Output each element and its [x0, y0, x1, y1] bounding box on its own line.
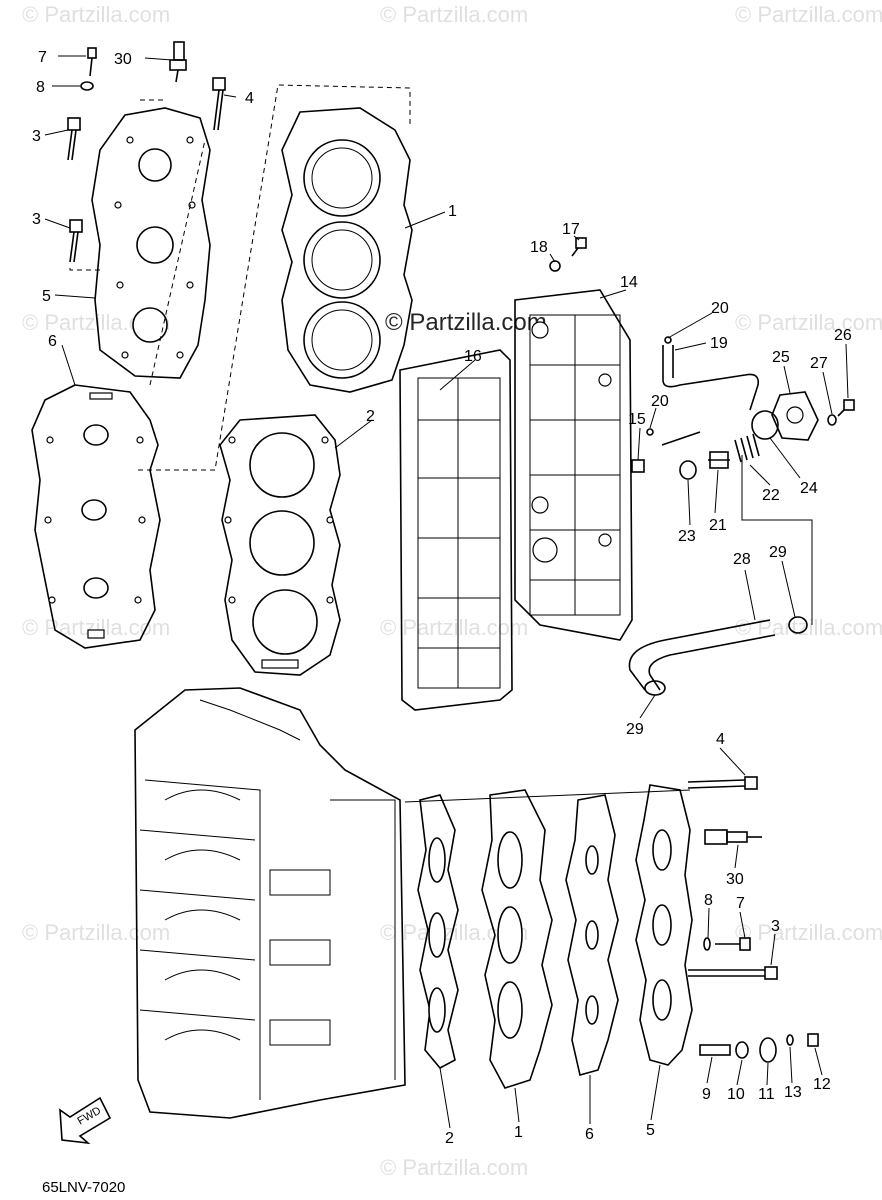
bolt-17[interactable] [571, 237, 587, 257]
callout-25[interactable]: 25 [772, 349, 790, 366]
clamp-29-upper[interactable] [788, 616, 808, 634]
seal-10[interactable] [735, 1041, 749, 1059]
callout-30[interactable]: 30 [114, 51, 132, 68]
watermark: © Partzilla.com [735, 615, 882, 640]
callout-29[interactable]: 29 [626, 721, 644, 738]
bolt-4-bottom[interactable] [687, 776, 758, 790]
callout-15[interactable]: 15 [628, 411, 646, 428]
callout-2[interactable]: 2 [445, 1130, 454, 1147]
callout-20[interactable]: 20 [711, 300, 729, 317]
callout-19[interactable]: 19 [710, 335, 728, 352]
hose-28[interactable] [628, 619, 776, 691]
callout-6[interactable]: 6 [585, 1126, 594, 1143]
bolt-3-upper[interactable] [67, 117, 81, 161]
callout-14[interactable]: 14 [620, 274, 638, 291]
watermark: © Partzilla.com [380, 615, 528, 640]
callout-16[interactable]: 16 [464, 348, 482, 365]
diagram-code: 65LNV-7020 [42, 1179, 125, 1196]
callout-26[interactable]: 26 [834, 327, 852, 344]
callout-28[interactable]: 28 [733, 551, 751, 568]
pin-15[interactable] [631, 459, 645, 473]
callout-2[interactable]: 2 [366, 408, 375, 425]
callout-3[interactable]: 3 [32, 211, 41, 228]
exhaust-gasket-6-bottom[interactable] [565, 794, 619, 1076]
callout-27[interactable]: 27 [810, 355, 828, 372]
exhaust-cover-5-bottom[interactable] [635, 784, 693, 1066]
callout-21[interactable]: 21 [709, 517, 727, 534]
callout-5[interactable]: 5 [42, 288, 51, 305]
gasket-24[interactable] [751, 410, 779, 440]
callout-7[interactable]: 7 [38, 49, 47, 66]
sensor-30-bottom[interactable] [704, 829, 762, 845]
watermark: © Partzilla.com [22, 920, 170, 945]
callouts: 7 30 8 4 3 3 5 6 1 2 16 14 17 18 15 20 1… [32, 49, 852, 1147]
callout-3[interactable]: 3 [771, 918, 780, 935]
callout-3[interactable]: 3 [32, 128, 41, 145]
washer-27[interactable] [827, 414, 837, 426]
callout-1[interactable]: 1 [448, 203, 457, 220]
callout-22[interactable]: 22 [762, 487, 780, 504]
callout-9[interactable]: 9 [702, 1086, 711, 1103]
callout-23[interactable]: 23 [678, 528, 696, 545]
callout-24[interactable]: 24 [800, 480, 818, 497]
thermostat-21[interactable] [708, 451, 730, 469]
pin-9[interactable] [699, 1044, 731, 1056]
watermark-center: © Partzilla.com [385, 309, 547, 336]
head-gasket-2-bottom[interactable] [417, 794, 459, 1070]
bolt-3-lower[interactable] [69, 219, 83, 263]
watermark: © Partzilla.com [735, 920, 882, 945]
bolt-4-top[interactable] [212, 77, 226, 131]
watermark: © Partzilla.com [380, 1155, 528, 1180]
spring-22[interactable] [734, 433, 760, 463]
washer-18[interactable] [549, 260, 561, 272]
bolt-3-bottom[interactable] [688, 966, 778, 980]
callout-12[interactable]: 12 [813, 1076, 831, 1093]
bolt-12[interactable] [807, 1033, 819, 1047]
cylinder-block[interactable] [134, 687, 406, 1119]
watermark: © Partzilla.com [735, 310, 882, 335]
callout-17[interactable]: 17 [562, 221, 580, 238]
exhaust-cover-5-top[interactable] [91, 107, 211, 379]
gasket-16[interactable] [399, 349, 513, 711]
clip-20-upper[interactable] [664, 336, 672, 344]
head-gasket-2-top[interactable] [219, 414, 341, 676]
watermark: © Partzilla.com [380, 2, 528, 27]
callout-4[interactable]: 4 [245, 90, 254, 107]
callout-7[interactable]: 7 [736, 895, 745, 912]
callout-6[interactable]: 6 [48, 333, 57, 350]
callout-1[interactable]: 1 [514, 1124, 523, 1141]
watermark: © Partzilla.com [22, 2, 170, 27]
callout-10[interactable]: 10 [727, 1086, 745, 1103]
sensor-30-top[interactable] [169, 41, 187, 83]
callout-8[interactable]: 8 [36, 79, 45, 96]
cover-plate-14[interactable] [514, 289, 633, 641]
bolt-7-top[interactable] [87, 47, 97, 77]
cylinder-head-1-bottom[interactable] [481, 789, 553, 1089]
seal-23[interactable] [679, 460, 697, 480]
cover-25[interactable] [771, 391, 819, 441]
fwd-arrow-icon: FWD [59, 1096, 112, 1145]
callout-30[interactable]: 30 [726, 871, 744, 888]
callout-11[interactable]: 11 [758, 1086, 775, 1103]
hose-19[interactable] [661, 345, 760, 446]
callout-8[interactable]: 8 [704, 892, 713, 909]
cap-11[interactable] [759, 1037, 777, 1063]
watermark: © Partzilla.com [735, 2, 882, 27]
callout-18[interactable]: 18 [530, 239, 548, 256]
callout-20[interactable]: 20 [651, 393, 669, 410]
callout-5[interactable]: 5 [646, 1122, 655, 1139]
washer-8-bottom[interactable] [703, 937, 711, 951]
bolt-26[interactable] [837, 399, 855, 417]
cylinder-head-1-top[interactable] [281, 107, 413, 393]
callout-13[interactable]: 13 [784, 1084, 802, 1101]
callout-4[interactable]: 4 [716, 731, 725, 748]
washer-8-top[interactable] [80, 81, 94, 91]
callout-29[interactable]: 29 [769, 544, 787, 561]
washer-13[interactable] [786, 1034, 794, 1046]
clip-20-lower[interactable] [646, 428, 654, 436]
exhaust-gasket-6-top[interactable] [31, 384, 161, 649]
